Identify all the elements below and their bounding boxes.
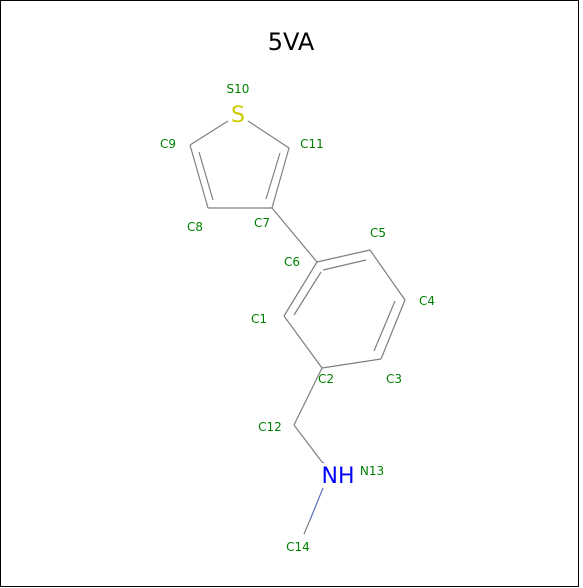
bond-c6-c5-inner bbox=[322, 259, 367, 271]
atom-label-c6: C6 bbox=[284, 255, 300, 269]
bond-c12-n13-tail bbox=[321, 461, 325, 464]
bond-c9-c8-inner bbox=[198, 151, 214, 201]
atom-label-c5: C5 bbox=[370, 226, 386, 240]
bond-c2-c1 bbox=[283, 315, 323, 369]
bond-c1-c6-inner bbox=[293, 271, 322, 316]
benzene-ring-bonds bbox=[283, 249, 406, 369]
atom-label-c14: C14 bbox=[286, 540, 310, 554]
bond-c7-c11 bbox=[271, 147, 290, 209]
atom-label-c11: C11 bbox=[300, 137, 324, 151]
atom-label-c12: C12 bbox=[258, 420, 282, 434]
bond-n13-c14 bbox=[303, 519, 311, 535]
bond-c4-c3-inner bbox=[373, 300, 396, 352]
atom-label-c1: C1 bbox=[251, 312, 267, 326]
bond-c6-c5 bbox=[316, 249, 371, 263]
atom-label-c3: C3 bbox=[386, 372, 402, 386]
bond-s10-c9 bbox=[189, 120, 229, 146]
bond-s10-c11 bbox=[247, 120, 290, 149]
bond-c2-c12 bbox=[293, 367, 323, 426]
atom-labels: S10 C9 C11 C8 C7 C6 C5 C4 C1 C2 C3 C12 N… bbox=[160, 82, 435, 554]
molecule-title: 5VA bbox=[268, 28, 315, 56]
bond-c7-c6 bbox=[271, 207, 318, 263]
bond-c12-n13 bbox=[293, 424, 323, 463]
atom-label-s10: S10 bbox=[227, 82, 250, 96]
atom-label-c9: C9 bbox=[160, 137, 176, 151]
bond-n13-c14-head bbox=[309, 487, 324, 521]
sulfur-symbol: S bbox=[231, 103, 245, 128]
atom-label-c8: C8 bbox=[187, 220, 203, 234]
nitrogen-symbol: NH bbox=[322, 464, 355, 489]
thiophene-ring-bonds bbox=[189, 120, 290, 209]
bond-c7-c11-inner bbox=[265, 152, 281, 200]
bond-c5-c4 bbox=[369, 249, 406, 301]
bond-c1-c6 bbox=[283, 261, 318, 317]
atom-label-c4: C4 bbox=[419, 294, 435, 308]
atom-label-n13: N13 bbox=[360, 464, 384, 478]
bond-c9-c8 bbox=[189, 144, 209, 209]
bond-c4-c3 bbox=[380, 299, 406, 360]
bond-c3-c2 bbox=[321, 358, 382, 369]
atom-label-c7: C7 bbox=[254, 216, 270, 230]
atom-label-c2: C2 bbox=[318, 372, 334, 386]
